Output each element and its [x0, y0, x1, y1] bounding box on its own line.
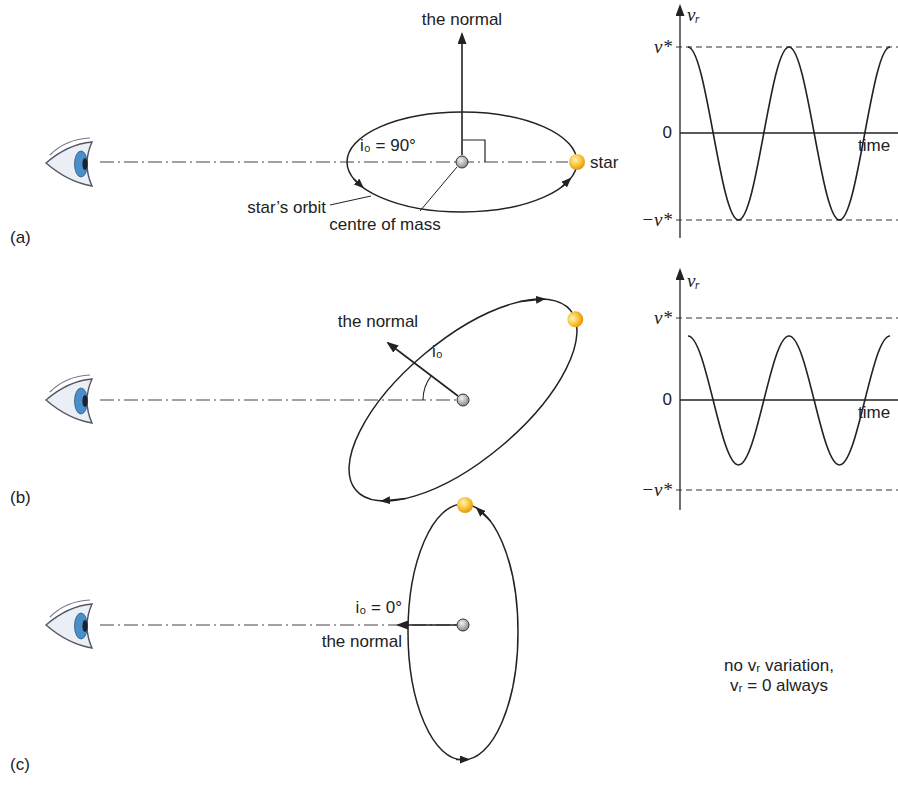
normal-arrow: [461, 34, 463, 155]
tick-label: −v*: [641, 479, 672, 502]
orbit-arrow: [354, 179, 363, 187]
line-of-sight: [100, 624, 457, 625]
eye-icon: [46, 600, 92, 648]
angle-arc: [423, 376, 431, 400]
tick-label: 0: [663, 123, 672, 143]
orbit: [408, 504, 518, 760]
orbit-arrow: [456, 759, 468, 761]
eye-icon: [46, 375, 92, 423]
leader-line: [330, 196, 371, 205]
panel-label: (c): [10, 755, 30, 775]
velocity-curve: [688, 47, 890, 220]
star: [569, 154, 585, 170]
axis-label: the normal: [422, 10, 502, 30]
orbit-arrow: [562, 179, 570, 187]
axis-label: the normal: [338, 312, 418, 332]
axis: [679, 270, 680, 510]
tick-label: −v*: [641, 209, 672, 232]
angle-label: i₀ = 90°: [360, 136, 416, 156]
panel-label: (a): [10, 228, 31, 248]
axis-label: time: [858, 403, 890, 423]
tick-label: 0: [663, 390, 672, 410]
line-of-sight: [100, 161, 568, 162]
star-label: star: [590, 153, 618, 173]
orbit-label: star’s orbit: [247, 198, 326, 218]
centre-label: centre of mass: [329, 215, 441, 235]
orbit-arrow: [477, 508, 490, 521]
panel-a: [46, 6, 898, 238]
dashed-line: [676, 220, 898, 221]
panel-b: [46, 260, 898, 536]
leader-line: [420, 167, 457, 211]
angle-label: i₀: [432, 342, 443, 362]
centre-of-mass-dot: [457, 619, 469, 631]
star: [564, 308, 587, 331]
orbit-arrow: [520, 289, 544, 312]
axis-label: the normal: [322, 632, 402, 652]
angle-label: i₀ = 0°: [356, 598, 402, 618]
normal-arrow: [388, 343, 458, 396]
axis: [679, 6, 680, 238]
orbit-arrow: [382, 488, 406, 511]
panel-c: [46, 497, 518, 760]
line-of-sight: [100, 399, 457, 400]
note: no vᵣ variation, vᵣ = 0 always: [720, 656, 838, 697]
dashed-line: [676, 490, 898, 491]
dashed-line: [676, 318, 898, 319]
tick-label: v*: [654, 36, 672, 59]
tick-label: v*: [654, 307, 672, 330]
panel-label: (b): [10, 488, 31, 508]
star: [457, 497, 473, 513]
normal-arrow: [398, 624, 457, 626]
axis-label: vᵣ: [687, 4, 700, 27]
axis-label: vᵣ: [687, 270, 700, 293]
axis-label: time: [858, 136, 890, 156]
velocity-curve: [688, 336, 890, 465]
centre-of-mass-dot: [456, 156, 468, 168]
orbit: [317, 264, 609, 536]
eye-icon: [46, 138, 92, 186]
centre-of-mass-dot: [457, 394, 469, 406]
